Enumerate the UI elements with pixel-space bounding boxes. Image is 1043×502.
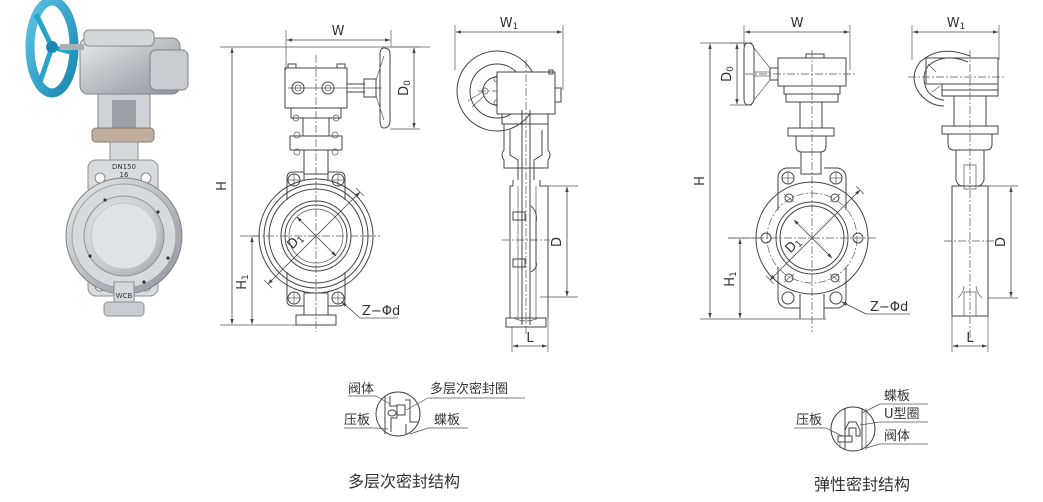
- dim-label-d0: D0: [720, 66, 736, 82]
- dim-label-h: H: [215, 181, 230, 191]
- drawing-b-seal-detail: 蝶板 U型圈 阀体 压板 弹性密封结构: [794, 389, 928, 494]
- dim-label-l: L: [526, 331, 534, 346]
- drawing-b-front-view: W H H1 D0: [693, 16, 910, 332]
- dim-label-w1: W1: [500, 16, 519, 32]
- callout-b-disc: 蝶板: [884, 389, 910, 404]
- dim-label-d: D: [550, 237, 565, 247]
- callout-b-u-ring: U型圈: [884, 407, 920, 422]
- photo-marking-dn: DN150: [112, 163, 136, 171]
- dim-label-h1: H1: [235, 274, 251, 290]
- photo-marking-material: WCB: [116, 292, 133, 300]
- dim-label-d0: D0: [397, 80, 413, 96]
- handwheel-icon: [25, 0, 84, 98]
- drawing-b-side-view: W1 D L: [908, 16, 1018, 352]
- callout-b-body: 阀体: [884, 429, 910, 444]
- drawing-a-seal-detail: 阀体 多层次密封圈 压板 蝶板 多层次密封结构: [344, 381, 525, 491]
- dim-label-bolt-holes: Z−Φd: [870, 300, 908, 315]
- callout-a-pressure-plate: 压板: [344, 413, 370, 428]
- dim-label-bolt-holes: Z−Φd: [362, 304, 400, 319]
- dim-label-d: D: [994, 237, 1009, 247]
- drawing-a-front-view: W H H1 D0: [215, 24, 430, 332]
- callout-a-body: 阀体: [348, 382, 374, 397]
- dim-label-h1: H1: [723, 271, 739, 287]
- caption-elastic-seal: 弹性密封结构: [814, 475, 910, 494]
- callout-b-pressure-plate: 压板: [796, 413, 822, 428]
- dim-label-w: W: [791, 16, 804, 31]
- callout-a-multi-seal-ring: 多层次密封圈: [430, 381, 508, 397]
- callout-a-disc: 蝶板: [434, 413, 460, 428]
- dim-label-w1: W1: [947, 16, 966, 32]
- dim-label-w: W: [332, 24, 345, 39]
- photo-marking-pn: 16: [120, 171, 129, 179]
- caption-multi-layer-seal: 多层次密封结构: [348, 472, 460, 491]
- product-photo: DN150 16 WCB: [25, 0, 189, 317]
- dim-label-l: L: [966, 331, 974, 346]
- dim-label-h: H: [693, 176, 708, 186]
- drawing-a-side-view: W1 D L: [454, 16, 578, 352]
